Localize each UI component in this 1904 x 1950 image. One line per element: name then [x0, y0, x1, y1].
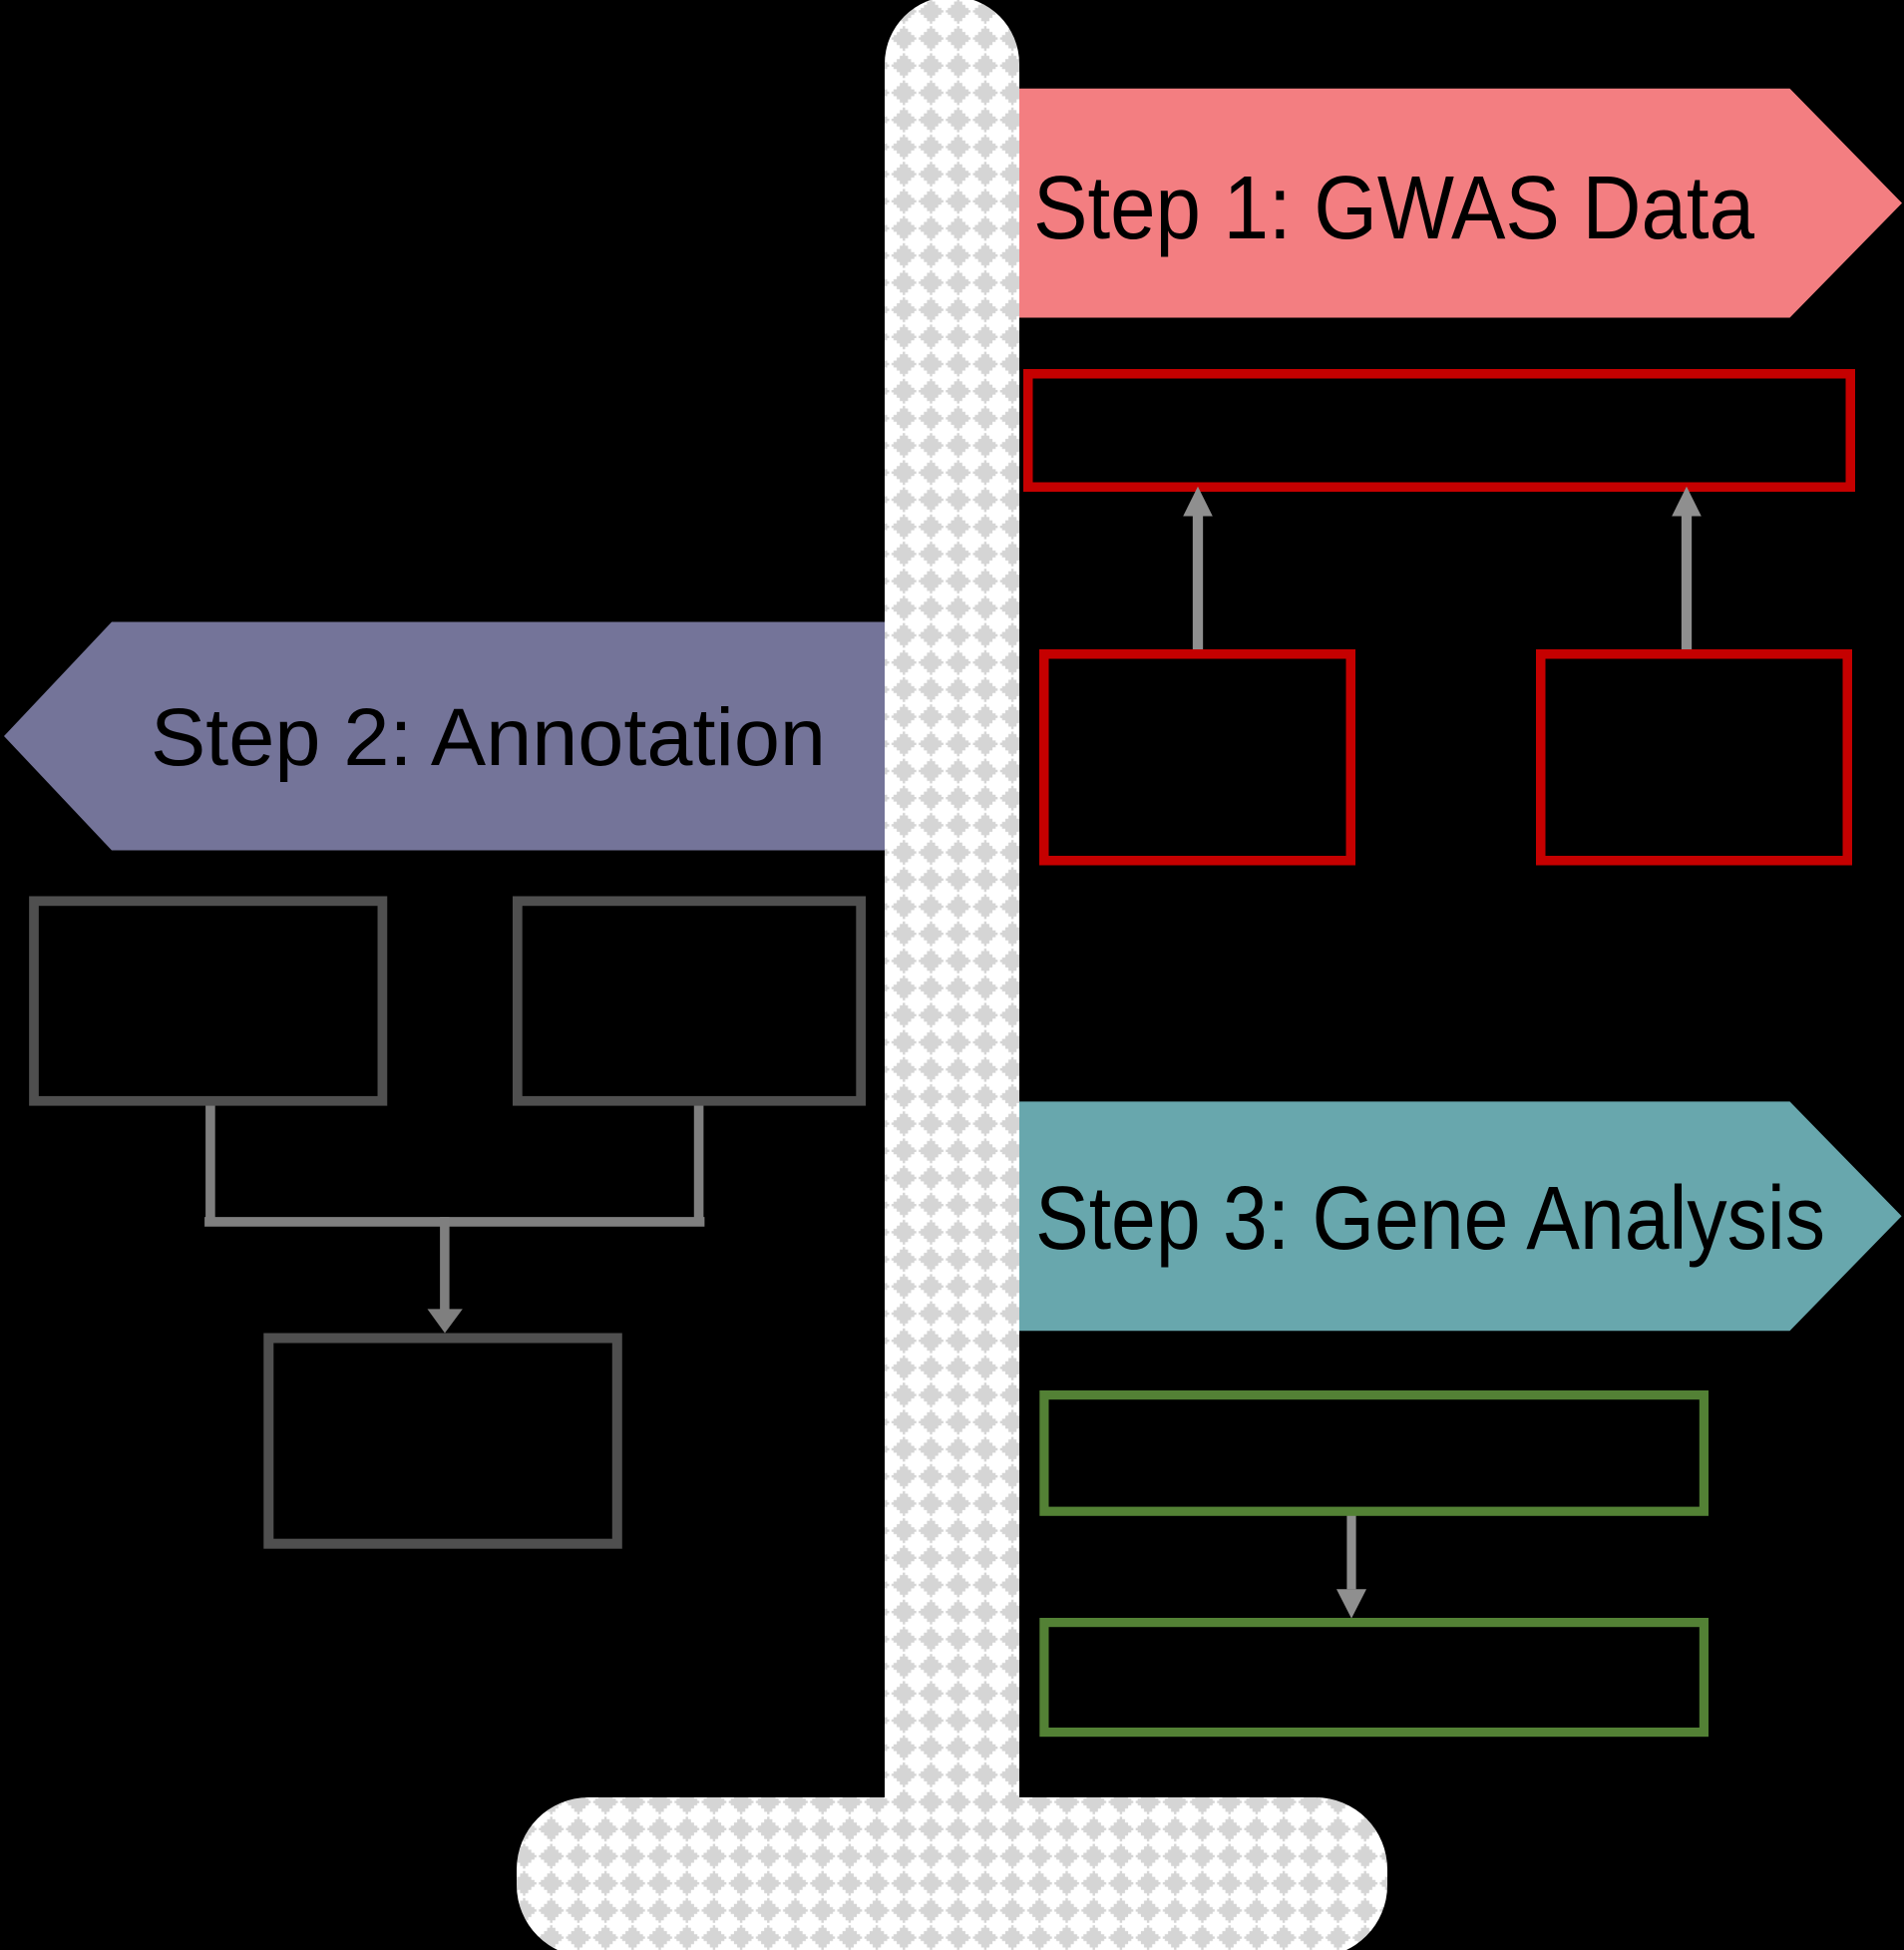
svg-text:Step 1: GWAS Data: Step 1: GWAS Data	[1033, 159, 1755, 258]
svg-text:Step 3: Gene Analysis: Step 3: Gene Analysis	[1035, 1169, 1825, 1269]
svg-text:Step 2: Annotation: Step 2: Annotation	[151, 692, 826, 783]
